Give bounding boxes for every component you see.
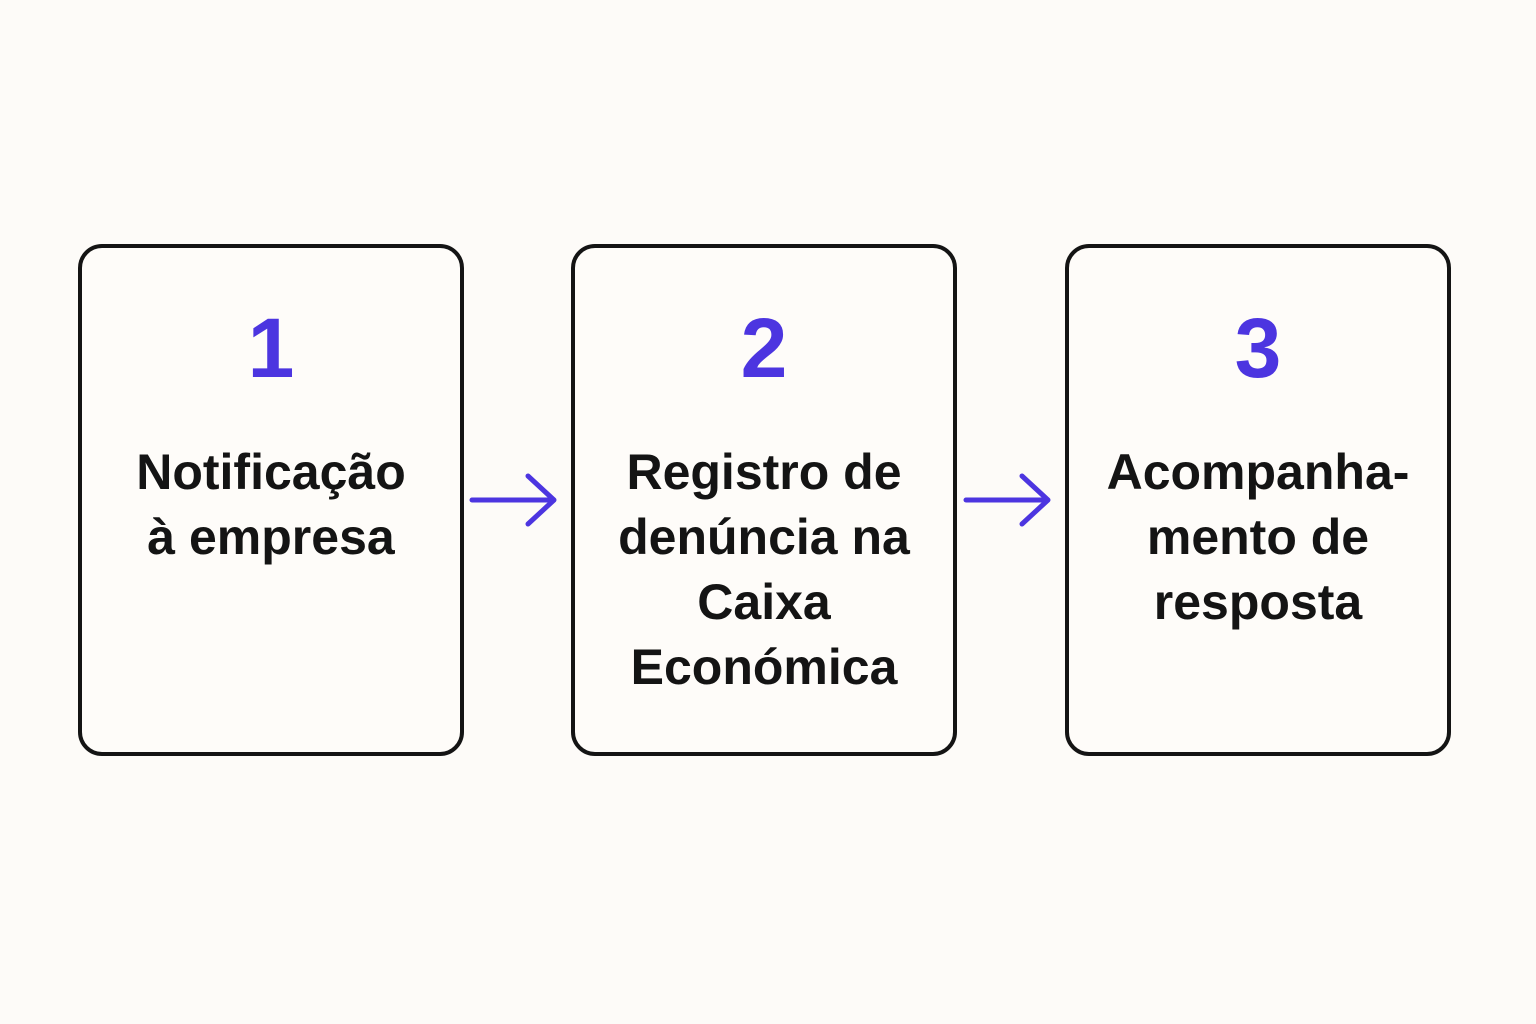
arrow-right-icon bbox=[469, 473, 557, 527]
step-box-2: 2 Registro de denúncia na Caixa Económic… bbox=[571, 244, 957, 756]
step-box-3: 3 Acompanha- mento de resposta bbox=[1065, 244, 1451, 756]
step-number-3: 3 bbox=[1234, 301, 1282, 395]
step-title-2: Registro de denúncia na Caixa Económica bbox=[618, 444, 910, 695]
step-number-2: 2 bbox=[740, 301, 788, 395]
step-number-1: 1 bbox=[247, 301, 295, 395]
step-title-3: Acompanha- mento de resposta bbox=[1106, 444, 1410, 630]
step-title-1: Notificação à empresa bbox=[136, 444, 406, 565]
step-box-1: 1 Notificação à empresa bbox=[78, 244, 464, 756]
arrow-right-icon bbox=[963, 473, 1051, 527]
